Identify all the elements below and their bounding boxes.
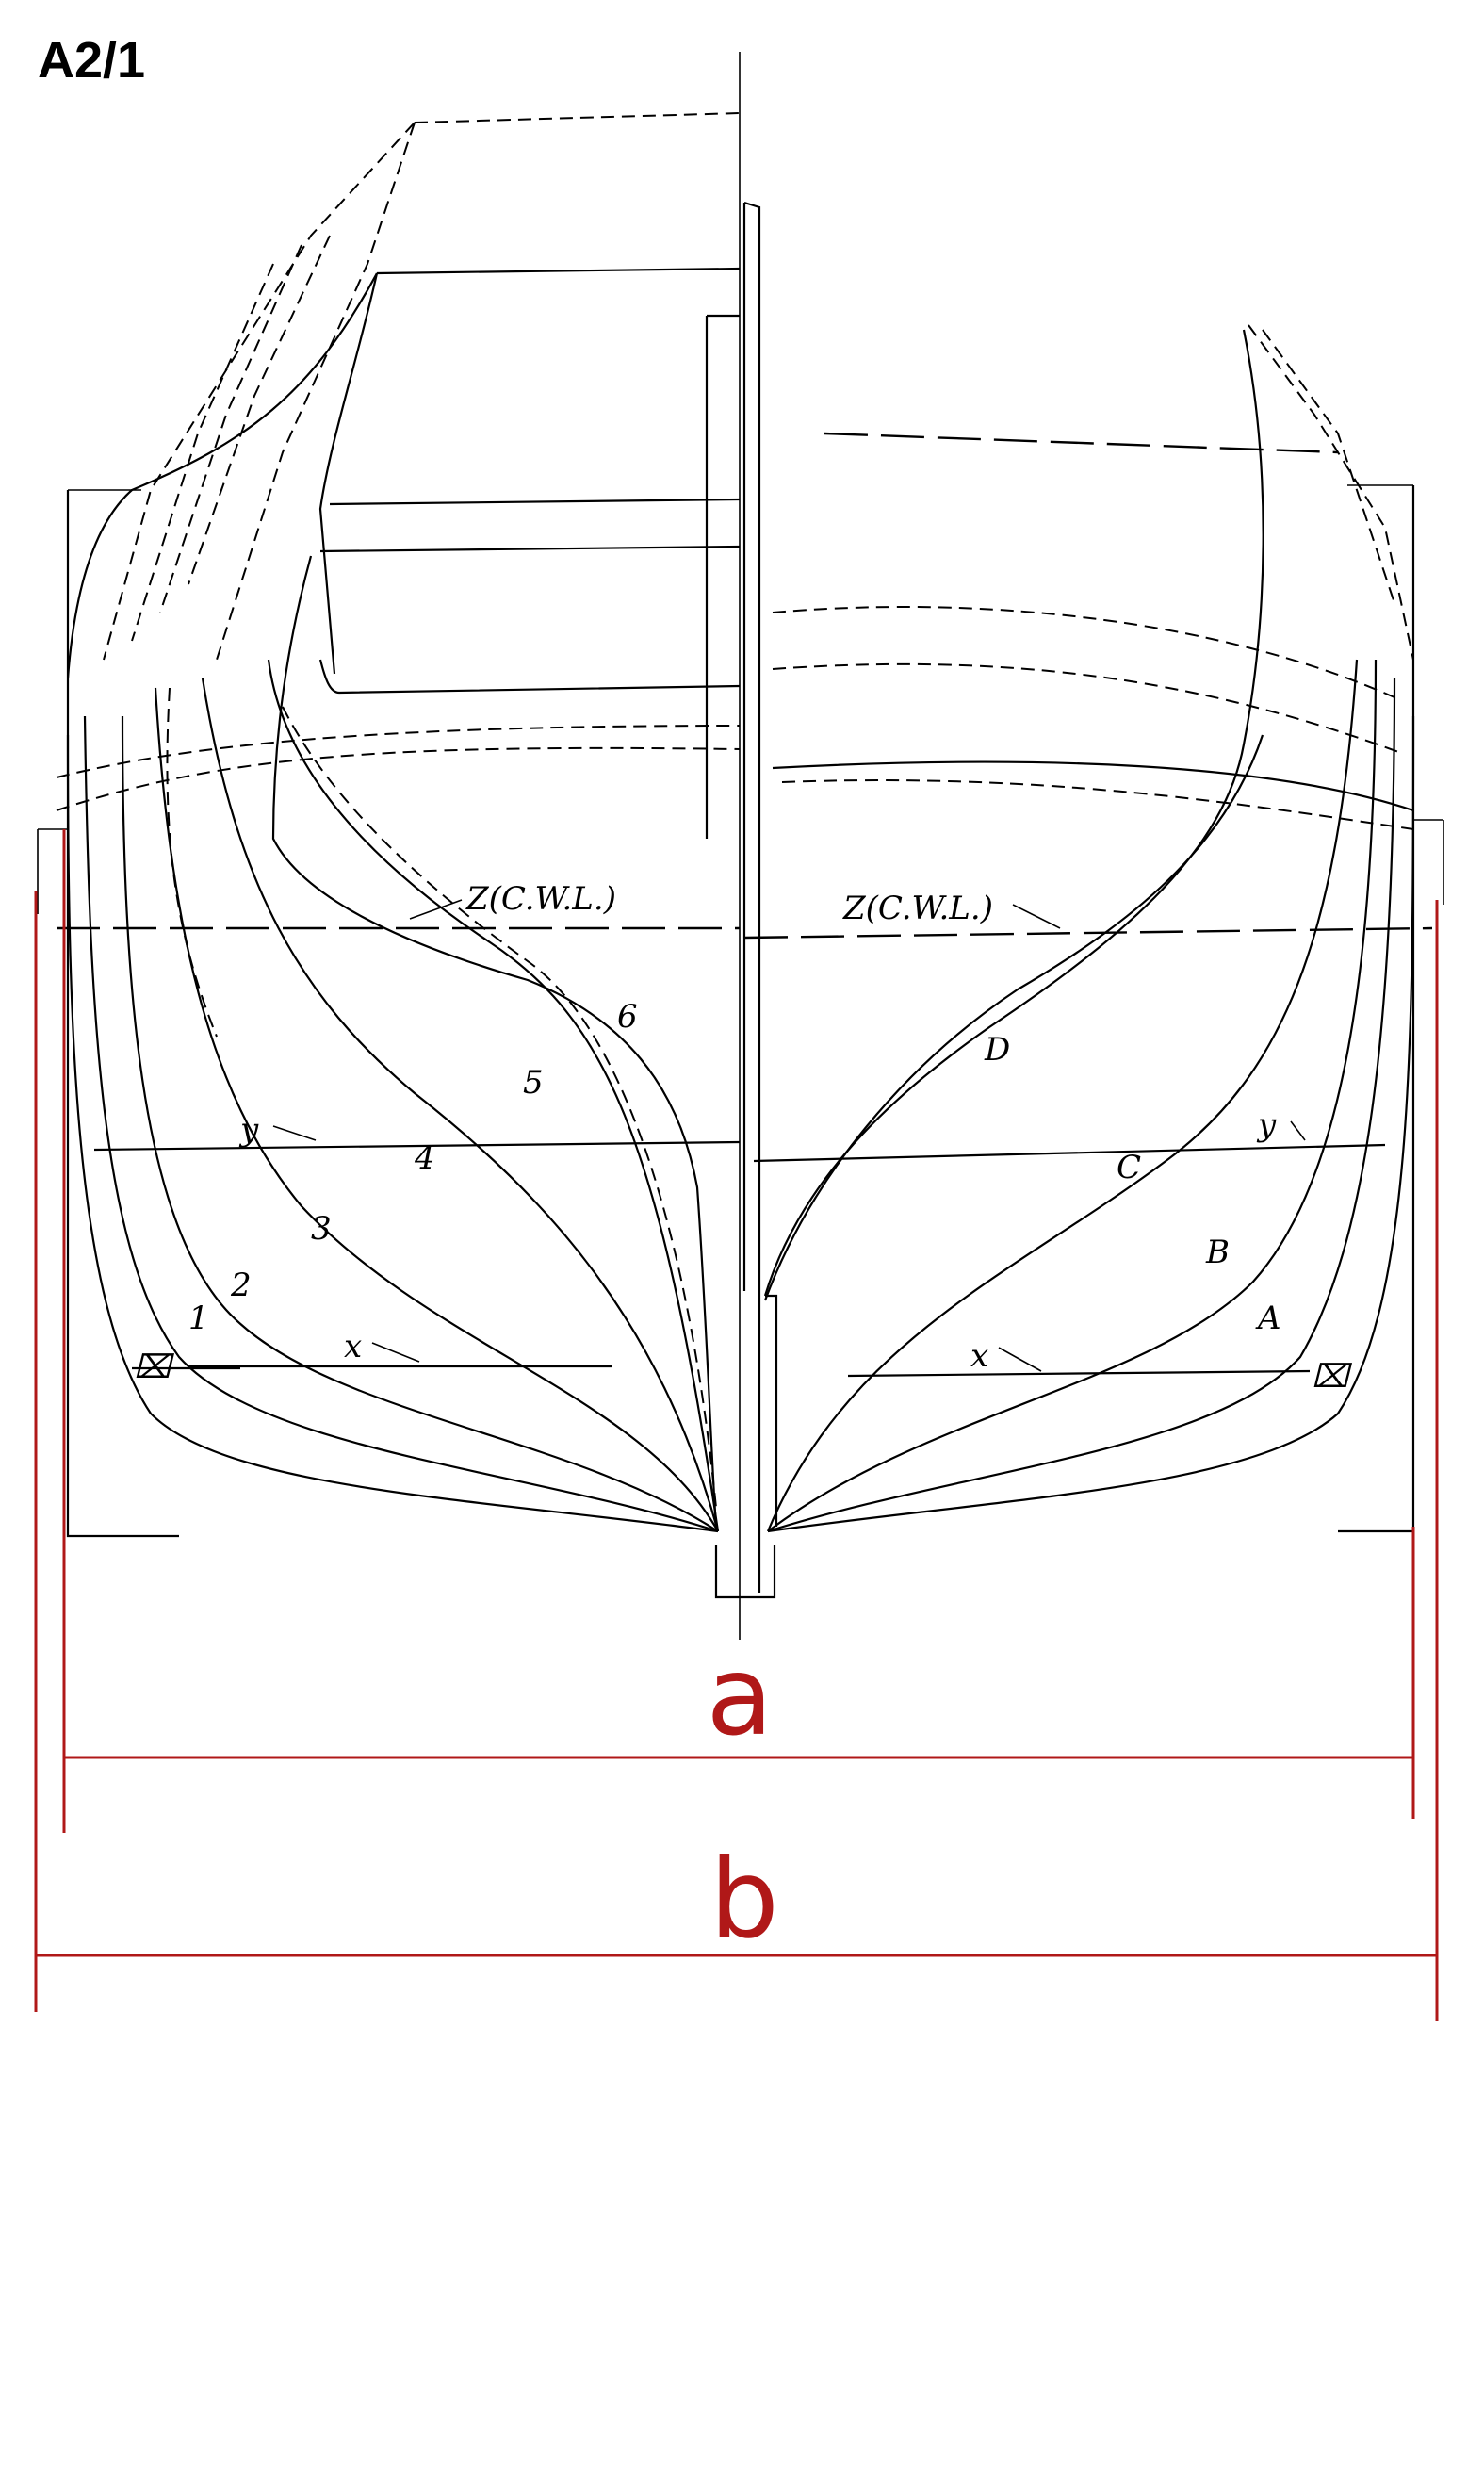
- frame-label-4: 4: [414, 1139, 435, 1177]
- x-label-right: x: [970, 1337, 988, 1375]
- x-arrow-right: [998, 1347, 1042, 1372]
- dimension-a-label: a: [706, 1633, 773, 1760]
- dimension-b: b: [34, 891, 1439, 2021]
- cwl-label-right: Z(C.W.L.): [842, 890, 993, 927]
- cwl-arrow-left: [409, 899, 463, 920]
- y-label-left: y: [238, 1111, 259, 1149]
- station-mark-left: ⌧: [134, 1349, 175, 1386]
- right-sheer-lines: [763, 324, 1414, 1297]
- station-mark-right: ⌧: [1312, 1358, 1353, 1396]
- frame-label-3: 3: [311, 1210, 332, 1248]
- frame-label-2: 2: [230, 1267, 252, 1304]
- cwl-arrow-right: [1012, 904, 1061, 929]
- x-arrow-left: [371, 1342, 420, 1363]
- x-label-left: x: [344, 1328, 362, 1365]
- y-arrow-left: [272, 1125, 317, 1141]
- y-arrow-right: [1290, 1120, 1306, 1141]
- center-keel: [705, 52, 778, 1640]
- left-frame-curves: [66, 555, 720, 1533]
- frame-label-5: 5: [523, 1064, 544, 1102]
- frame-label-1: 1: [188, 1300, 209, 1337]
- waterlines: [57, 926, 1433, 1378]
- frame-label-c: C: [1117, 1149, 1141, 1186]
- cwl-label-left: Z(C.W.L.): [465, 880, 616, 918]
- y-label-right: y: [1256, 1106, 1277, 1144]
- frame-label-b: B: [1205, 1234, 1230, 1271]
- right-frame-curves: [763, 659, 1415, 1533]
- drawing-annotations: Z(C.W.L.) Z(C.W.L.) y y x x 1 2 3 4 5 6 …: [134, 880, 1353, 1396]
- left-sheer-lines: [56, 112, 741, 811]
- drawing-title: A2/1: [38, 32, 145, 89]
- dimension-b-label: b: [709, 1836, 779, 1963]
- frame-label-d: D: [984, 1031, 1010, 1069]
- dimension-a: a: [62, 829, 1415, 1833]
- frame-label-6: 6: [617, 998, 638, 1036]
- frame-label-a: A: [1255, 1300, 1281, 1337]
